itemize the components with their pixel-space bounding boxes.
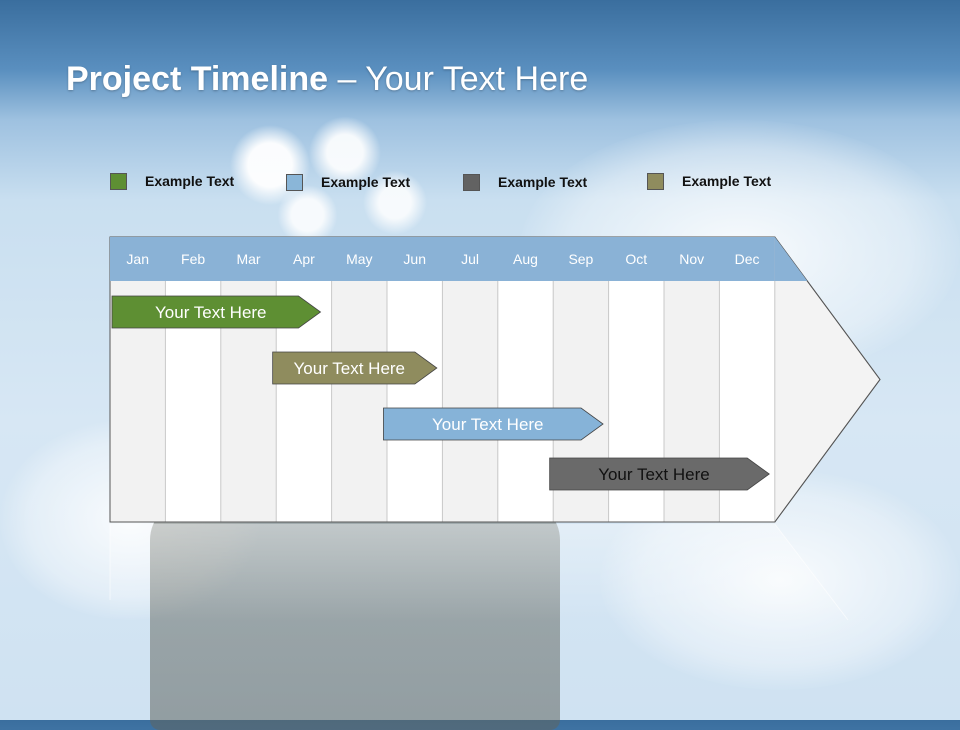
task-arrow-shape [111,295,322,329]
month-header: Jan Feb Mar Apr May Jun Jul Aug Sep Oct Nov Dec [110,237,808,281]
task-label: Your Text Here [294,359,406,378]
month-label: Feb [181,251,205,267]
legend-label: Example Text [498,174,588,190]
month-column [442,281,498,522]
month-column [387,281,443,522]
month-label: May [346,251,372,267]
legend-swatch [110,172,127,190]
legend-swatch [286,173,303,191]
legend-item: Example Text [647,171,771,191]
reflection-shape [110,524,850,622]
reflection-edge [774,523,849,621]
task-bar: Your Text Here [549,457,770,491]
month-label: Apr [293,251,315,267]
month-label: Dec [735,251,760,267]
legend-swatch [647,172,664,190]
month-header-band [110,237,775,281]
timeline-reflection [109,523,850,622]
task-arrow-shape [383,407,604,441]
slide-title: Project Timeline – Your Text Here [66,60,588,99]
month-label: Jan [126,251,149,267]
legend-label: Example Text [145,173,235,189]
month-column [331,281,387,522]
month-label: Sep [568,251,593,267]
month-label: Aug [513,251,538,267]
title-bold: Project Timeline [66,60,329,98]
task-bar: Your Text Here [272,351,438,385]
task-arrow-shape [272,351,438,385]
legend-item: Example Text [110,171,234,191]
month-label: Jun [403,251,426,267]
month-label: Oct [625,251,647,267]
background-flowers [195,115,445,240]
legend-label: Example Text [321,174,411,190]
month-label: Nov [679,251,704,267]
task-bar: Your Text Here [111,295,322,329]
task-bar: Your Text Here [383,407,604,441]
legend-label: Example Text [682,173,772,189]
task-label: Your Text Here [432,415,544,434]
legend-item: Example Text [463,172,587,192]
month-label: Mar [236,251,260,267]
title-rest: – Your Text Here [328,60,589,98]
task-label: Your Text Here [598,465,710,484]
legend-swatch [463,173,480,191]
task-arrow-shape [549,457,770,491]
month-column [497,281,554,522]
task-label: Your Text Here [155,303,267,322]
month-header-wedge [774,237,808,281]
legend-item: Example Text [286,172,410,192]
month-label: Jul [461,251,479,267]
